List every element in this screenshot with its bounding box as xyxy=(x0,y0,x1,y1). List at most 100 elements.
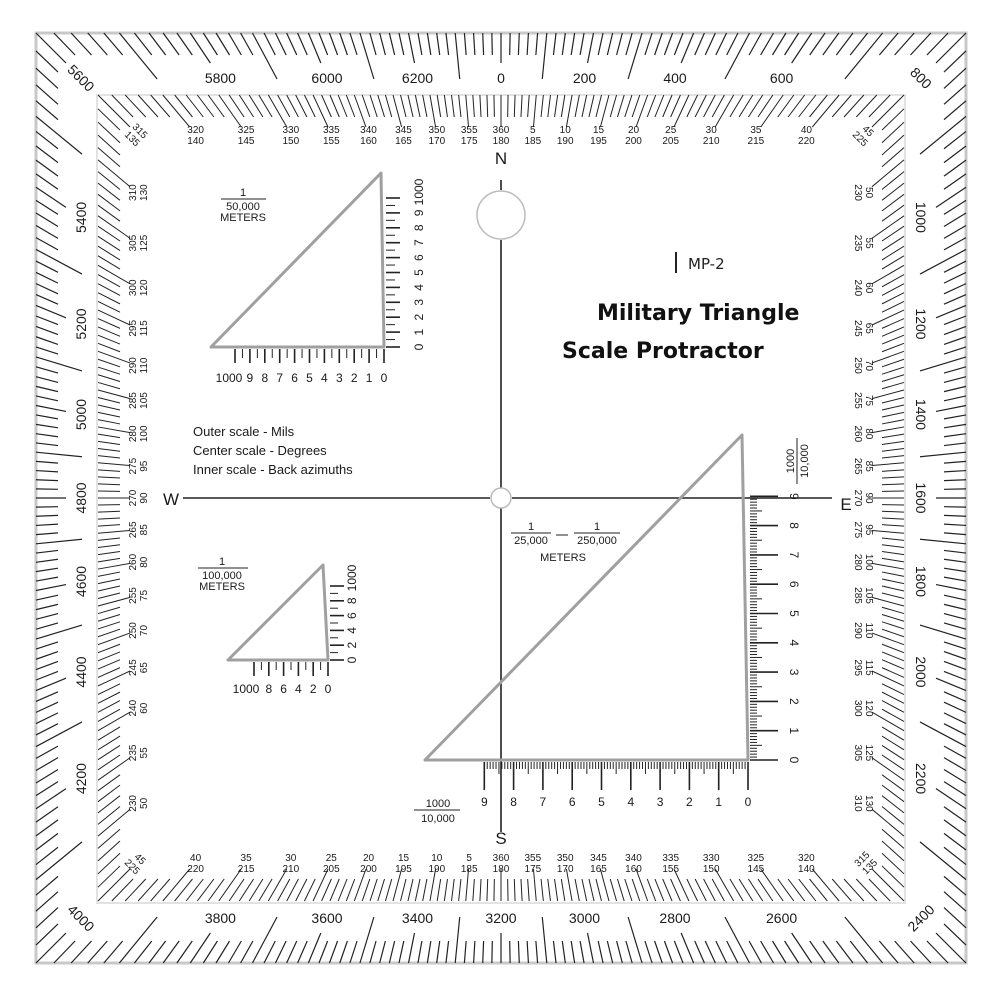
degree-tick xyxy=(228,878,245,902)
mil-tick xyxy=(35,523,59,527)
mil-tick xyxy=(943,469,967,473)
mil-tick xyxy=(35,159,59,177)
back-azimuth-value: 125 xyxy=(139,234,150,251)
degree-tick xyxy=(97,300,121,313)
degree-tick xyxy=(97,708,121,722)
fraction-unit: METERS xyxy=(220,212,266,224)
back-azimuth-value: 75 xyxy=(139,590,150,602)
degree-tick xyxy=(881,225,905,242)
degree-tick xyxy=(881,326,905,337)
mil-tick xyxy=(771,32,787,56)
mil-tick xyxy=(35,294,59,305)
degree-tick xyxy=(97,318,121,329)
degree-tick xyxy=(714,868,735,902)
degree-tick xyxy=(881,621,905,630)
mil-tick xyxy=(379,32,386,56)
mil-tick xyxy=(654,32,663,56)
degree-tick xyxy=(97,182,121,201)
mil-label: 1000 xyxy=(913,202,929,233)
mil-tick xyxy=(162,940,180,964)
degree-tick xyxy=(714,94,735,128)
degree-value: 330 xyxy=(282,125,299,136)
mil-tick xyxy=(943,479,967,482)
mil-tick xyxy=(943,622,967,630)
mil-tick xyxy=(35,549,59,554)
degree-tick xyxy=(137,878,159,902)
mil-label: 5400 xyxy=(73,202,89,233)
right-scale-label: 2 xyxy=(787,698,801,705)
degree-tick xyxy=(809,878,828,902)
right-scale-label: 6 xyxy=(345,612,359,619)
degree-value: 320 xyxy=(187,125,204,136)
degree-tick xyxy=(624,94,633,118)
triangle-outline xyxy=(226,563,330,662)
mil-tick xyxy=(133,32,153,56)
degree-value: 345 xyxy=(395,125,412,136)
degree-tick xyxy=(513,94,516,118)
degree-tick xyxy=(748,878,764,902)
degree-tick xyxy=(392,868,403,902)
degree-tick xyxy=(97,455,121,459)
mil-tick xyxy=(726,940,739,964)
degree-tick xyxy=(97,121,121,144)
degree-tick xyxy=(881,433,905,439)
mil-tick xyxy=(35,173,59,190)
right-scale-label: 8 xyxy=(787,522,801,529)
degree-tick xyxy=(361,94,371,118)
degree-value: 15 xyxy=(593,125,605,136)
bottom-scale-label: 1 xyxy=(366,371,373,385)
fraction-left-numerator: 1 xyxy=(528,521,534,533)
mil-tick xyxy=(943,224,967,239)
bottom-scale-label: 7 xyxy=(276,371,283,385)
mil-tick xyxy=(943,723,967,736)
degree-tick xyxy=(97,537,121,541)
mil-tick xyxy=(673,940,684,964)
mil-tick xyxy=(202,940,218,964)
degree-tick xyxy=(881,659,905,670)
degree-tick xyxy=(97,806,121,825)
degree-tick xyxy=(635,94,649,128)
mil-tick xyxy=(809,32,826,56)
mil-tick xyxy=(943,757,967,772)
mil-tick xyxy=(35,315,59,326)
back-azimuth-value: 130 xyxy=(139,184,150,201)
degree-tick xyxy=(881,683,905,696)
degree-tick xyxy=(881,606,905,615)
degree-tick xyxy=(871,389,905,400)
degree-value: 130 xyxy=(863,795,874,812)
degree-tick xyxy=(871,462,905,467)
degree-tick xyxy=(871,757,905,781)
mil-tick xyxy=(35,100,59,121)
degree-tick xyxy=(97,606,121,615)
degree-tick xyxy=(881,754,905,771)
mil-tick xyxy=(133,940,153,964)
degree-tick xyxy=(97,225,121,242)
mil-tick xyxy=(919,624,967,640)
mil-tick xyxy=(784,32,800,56)
degree-tick xyxy=(414,878,421,902)
mil-tick xyxy=(943,385,967,393)
back-azimuth-value: 195 xyxy=(395,864,412,875)
degree-tick xyxy=(881,700,905,713)
mil-tick xyxy=(388,940,396,964)
mil-tick xyxy=(943,199,967,215)
bottom-scale-label: 1000 xyxy=(216,371,243,385)
mil-label: 6200 xyxy=(402,70,433,86)
mil-tick xyxy=(328,940,339,964)
degree-tick xyxy=(97,808,131,837)
degree-tick xyxy=(277,878,291,902)
degree-value: 255 xyxy=(128,587,139,604)
mil-tick xyxy=(35,366,59,374)
back-azimuth-value: 100 xyxy=(139,425,150,442)
back-azimuth-value: 145 xyxy=(748,864,765,875)
degree-tick xyxy=(97,426,131,434)
degree-tick xyxy=(881,557,905,563)
mil-tick xyxy=(849,940,869,964)
